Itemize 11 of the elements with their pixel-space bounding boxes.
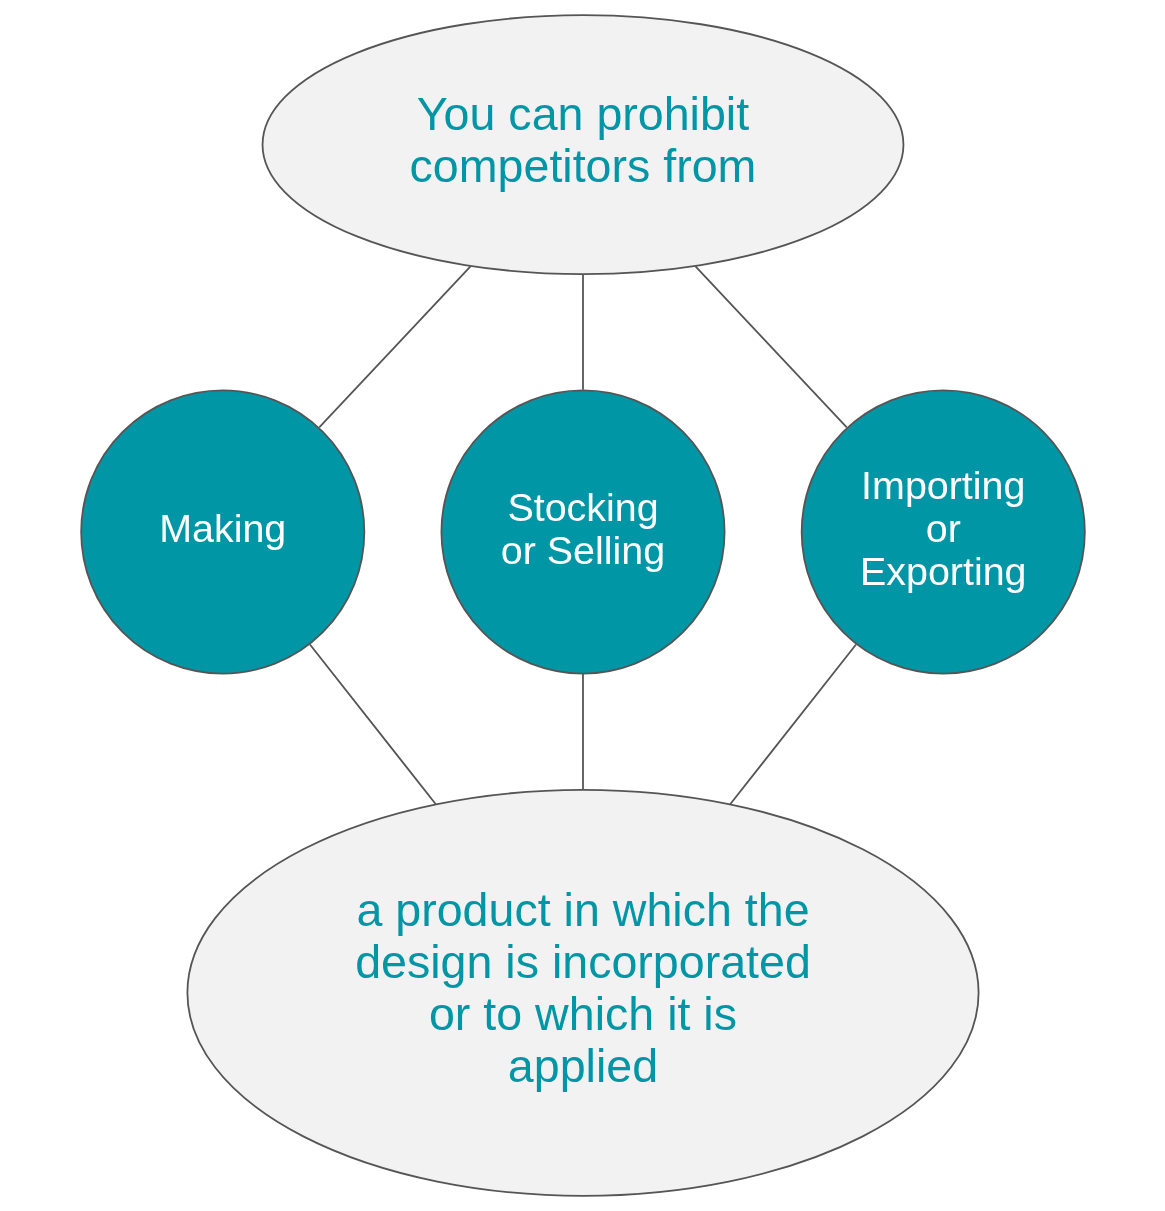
connector — [317, 265, 471, 429]
node-circle: Making — [79, 389, 365, 675]
connector — [694, 265, 848, 429]
connector — [308, 643, 437, 806]
connector — [728, 643, 857, 806]
node-circle: Importing or Exporting — [800, 389, 1086, 675]
connector — [581, 673, 584, 791]
node-ellipse: a product in which the design is incorporated or to which it is applied — [186, 788, 979, 1197]
connector — [581, 273, 584, 391]
node-ellipse: You can prohibit competitors from — [261, 14, 904, 276]
node-circle: Stocking or Selling — [440, 389, 725, 675]
